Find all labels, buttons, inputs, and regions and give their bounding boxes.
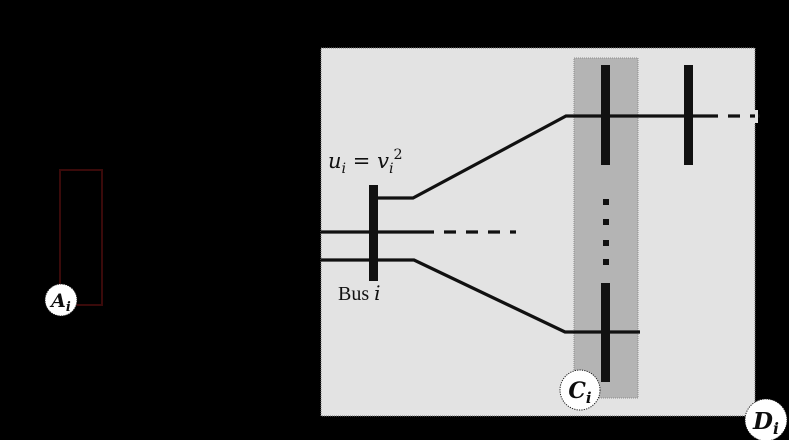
bus-voltage-equals: = (353, 149, 371, 173)
agent-badge-label: Ai (49, 290, 71, 315)
cluster-badge-subscript: i (586, 389, 592, 407)
external-bus-bar-top (684, 65, 693, 165)
device-badge-label: Di (752, 408, 779, 438)
main-bus-bar (369, 185, 378, 281)
agent-region-box (59, 169, 103, 306)
feeder-line-top (373, 114, 760, 200)
cluster-badge-circle (559, 369, 601, 411)
bus-voltage-label: ui = vi2 (328, 147, 403, 177)
agent-badge-subscript: i (66, 300, 71, 315)
cluster-badge-symbol: C (568, 378, 586, 404)
bus-label-index: i (374, 281, 380, 305)
agent-badge-symbol: A (49, 290, 66, 312)
cluster-bar-top (601, 65, 610, 165)
agent-badge-circle (44, 283, 78, 317)
device-badge-subscript: i (773, 419, 779, 438)
ellipsis-dot (603, 259, 609, 265)
bus-label-text: Bus (338, 283, 369, 305)
bus-label: Bus i (338, 281, 381, 305)
bus-voltage-base-sub: i (342, 161, 347, 177)
cluster-region-badge: Ci (559, 369, 601, 411)
ellipsis-dot (603, 199, 609, 205)
ellipsis-dot (603, 240, 609, 246)
device-region-badge: Di (744, 398, 788, 440)
bus-voltage-rhs-sup: 2 (394, 147, 403, 163)
device-badge-symbol: D (752, 408, 773, 435)
bus-voltage-rhs-sub: i (389, 161, 394, 177)
cluster-bar-bottom (601, 283, 610, 382)
bus-voltage-base: u (328, 149, 342, 173)
bus-voltage-rhs: v (377, 149, 389, 173)
vertical-ellipsis (603, 199, 609, 265)
cluster-badge-label: Ci (568, 378, 592, 407)
device-badge-circle (744, 398, 788, 440)
agent-region-badge: Ai (44, 283, 78, 317)
ellipsis-dot (603, 219, 609, 225)
